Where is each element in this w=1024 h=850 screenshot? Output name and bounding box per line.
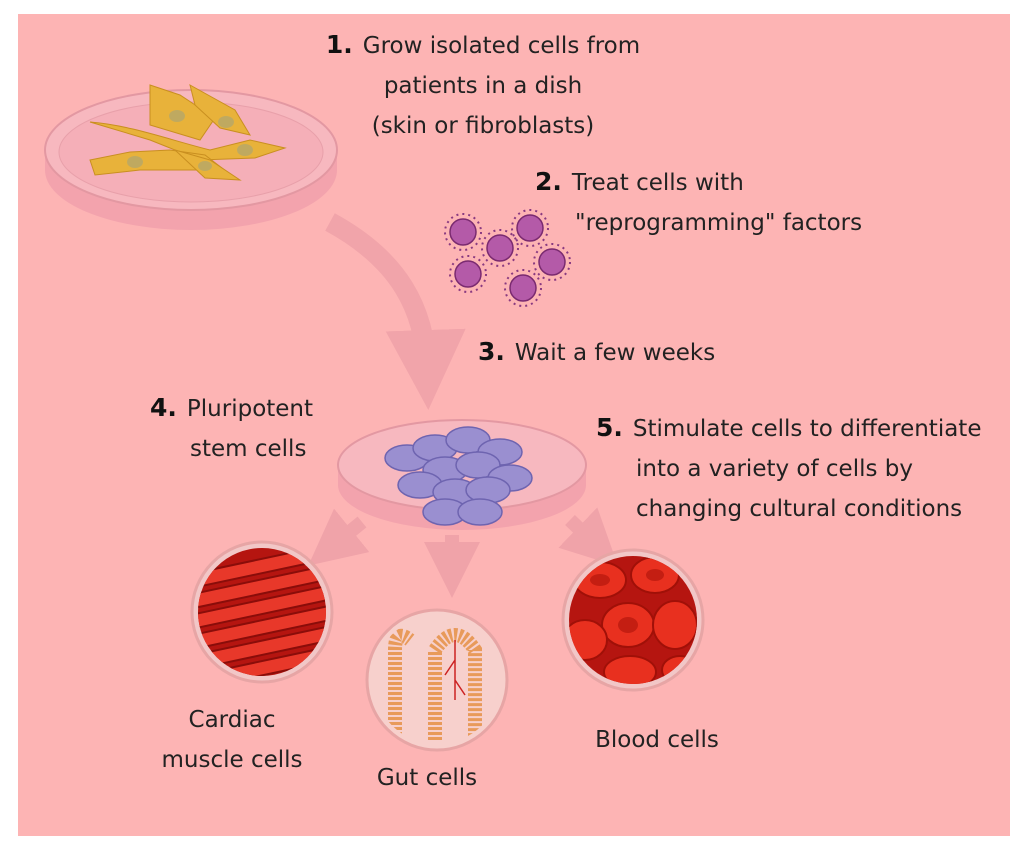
step-4: 4. Pluripotent stem cells xyxy=(150,388,313,469)
differentiation-arrows xyxy=(308,507,619,598)
label-cardiac-muscle-cells: Cardiac muscle cells xyxy=(152,700,312,780)
label-line: Cardiac xyxy=(188,707,276,733)
step-text: Stimulate cells to differentiate xyxy=(632,416,982,442)
step-number: 4. xyxy=(150,393,177,422)
step-text: Pluripotent xyxy=(186,396,314,422)
label-gut-cells: Gut cells xyxy=(376,765,478,791)
label-line: muscle cells xyxy=(161,747,303,773)
step-text: Wait a few weeks xyxy=(514,340,716,366)
label-blood-cells: Blood cells xyxy=(595,727,719,753)
step-text: Grow isolated cells from xyxy=(362,33,641,59)
gut-cells-image xyxy=(365,608,509,752)
step-text: "reprogramming" factors xyxy=(575,210,863,236)
cardiac-muscle-image xyxy=(190,540,334,684)
step-text: Treat cells with xyxy=(571,170,744,196)
step-number: 5. xyxy=(596,413,623,442)
step-2: 2. Treat cells with "reprogramming" facto… xyxy=(535,162,862,243)
curved-arrow xyxy=(325,213,466,410)
step-5: 5. Stimulate cells to differentiate into … xyxy=(596,408,981,529)
blood-cells-image xyxy=(561,548,705,692)
reprogramming-factor-particles xyxy=(449,214,566,302)
step-number: 2. xyxy=(535,167,562,196)
step-3: 3. Wait a few weeks xyxy=(478,332,715,373)
step-number: 1. xyxy=(325,30,353,59)
step-number: 3. xyxy=(478,337,505,366)
step-text: (skin or fibroblasts) xyxy=(371,113,595,139)
step-text: stem cells xyxy=(190,436,307,462)
step-text: patients in a dish xyxy=(383,73,583,99)
step-1: 1. Grow isolated cells from patients in a… xyxy=(298,25,668,146)
petri-dish-stem-cells xyxy=(337,419,587,530)
step-text: into a variety of cells by xyxy=(636,456,913,482)
step-text: changing cultural conditions xyxy=(636,496,963,522)
petri-dish-fibroblasts xyxy=(44,84,338,230)
